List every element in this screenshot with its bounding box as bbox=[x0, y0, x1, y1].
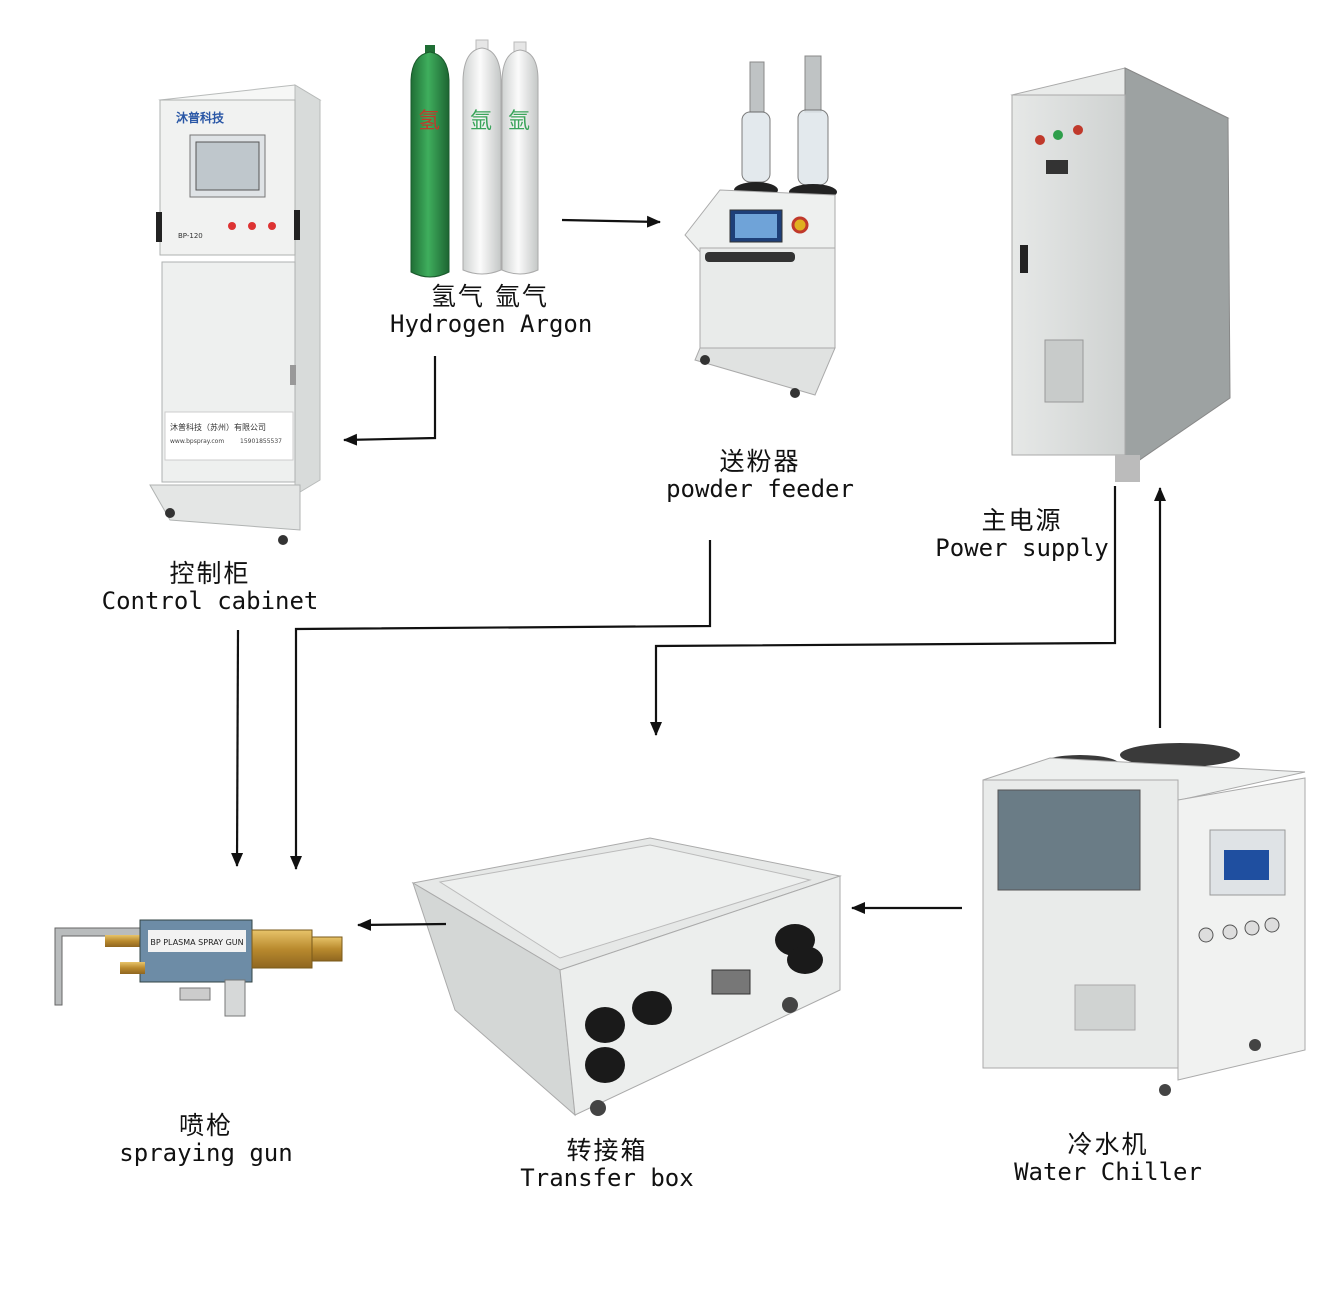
control-cabinet: 沐普科技 BP-120 沐普科技（苏州）有限公司 www.bpspray.com… bbox=[149, 84, 322, 545]
cabinet-brand: 沐普科技 bbox=[176, 110, 225, 125]
label-gun-zh: 喷枪 bbox=[178, 1111, 233, 1140]
cabinet-website: www.bpspray.com bbox=[170, 438, 224, 445]
label-gas-en: Hydrogen Argon bbox=[390, 310, 593, 338]
cabinet-phone: 15901855537 bbox=[240, 438, 282, 445]
label-feeder-en: powder feeder bbox=[666, 475, 854, 503]
arrow-power-to-transfer bbox=[650, 486, 1117, 736]
arrow-transfer-to-gun bbox=[357, 918, 447, 931]
label-chiller-en: Water Chiller bbox=[1014, 1158, 1202, 1186]
label-power-en: Power supply bbox=[935, 534, 1109, 562]
label-feeder-zh: 送粉器 bbox=[719, 447, 801, 476]
label-transfer-zh: 转接箱 bbox=[566, 1136, 648, 1165]
label-power-supply: 主电源 Power supply bbox=[932, 507, 1112, 562]
label-control-cabinet: 控制柜 Control cabinet bbox=[100, 560, 320, 615]
label-power-zh: 主电源 bbox=[981, 506, 1063, 535]
connector-lines bbox=[231, 215, 1166, 931]
transfer-box bbox=[411, 837, 842, 1117]
label-chiller-zh: 冷水机 bbox=[1067, 1130, 1149, 1159]
spraying-gun: BP PLASMA SPRAY GUN bbox=[54, 919, 343, 1017]
arrow-feeder-to-gun bbox=[290, 540, 712, 870]
powder-feeder bbox=[684, 55, 837, 398]
power-supply bbox=[1010, 67, 1231, 482]
cylinder-mark-3: 氩 bbox=[508, 109, 530, 134]
label-transfer-en: Transfer box bbox=[520, 1164, 694, 1192]
label-gas-cylinders: 氢气 氩气 Hydrogen Argon bbox=[390, 282, 593, 338]
label-transfer-box: 转接箱 Transfer box bbox=[507, 1137, 707, 1192]
label-powder-feeder: 送粉器 powder feeder bbox=[660, 448, 860, 503]
water-chiller bbox=[982, 743, 1306, 1096]
label-cabinet-en: Control cabinet bbox=[101, 587, 319, 615]
arrow-gas-to-cabinet bbox=[343, 356, 437, 446]
arrow-gas-to-feeder bbox=[561, 215, 661, 228]
label-gun-en: spraying gun bbox=[119, 1139, 293, 1167]
arrow-cabinet-to-gun bbox=[231, 629, 244, 867]
label-cabinet-zh: 控制柜 bbox=[169, 559, 251, 588]
gun-label: BP PLASMA SPRAY GUN bbox=[150, 938, 243, 947]
cylinder-mark-1: 氢 bbox=[418, 109, 440, 134]
cabinet-company: 沐普科技（苏州）有限公司 bbox=[170, 422, 266, 432]
cabinet-model: BP-120 bbox=[178, 232, 203, 240]
cylinder-mark-2: 氩 bbox=[470, 109, 492, 134]
label-gas-zh: 氢气 氩气 bbox=[431, 282, 549, 311]
gas-cylinders: 氢 氩 氩 bbox=[410, 39, 539, 278]
label-water-chiller: 冷水机 Water Chiller bbox=[1003, 1131, 1213, 1186]
label-spraying-gun: 喷枪 spraying gun bbox=[106, 1112, 306, 1167]
